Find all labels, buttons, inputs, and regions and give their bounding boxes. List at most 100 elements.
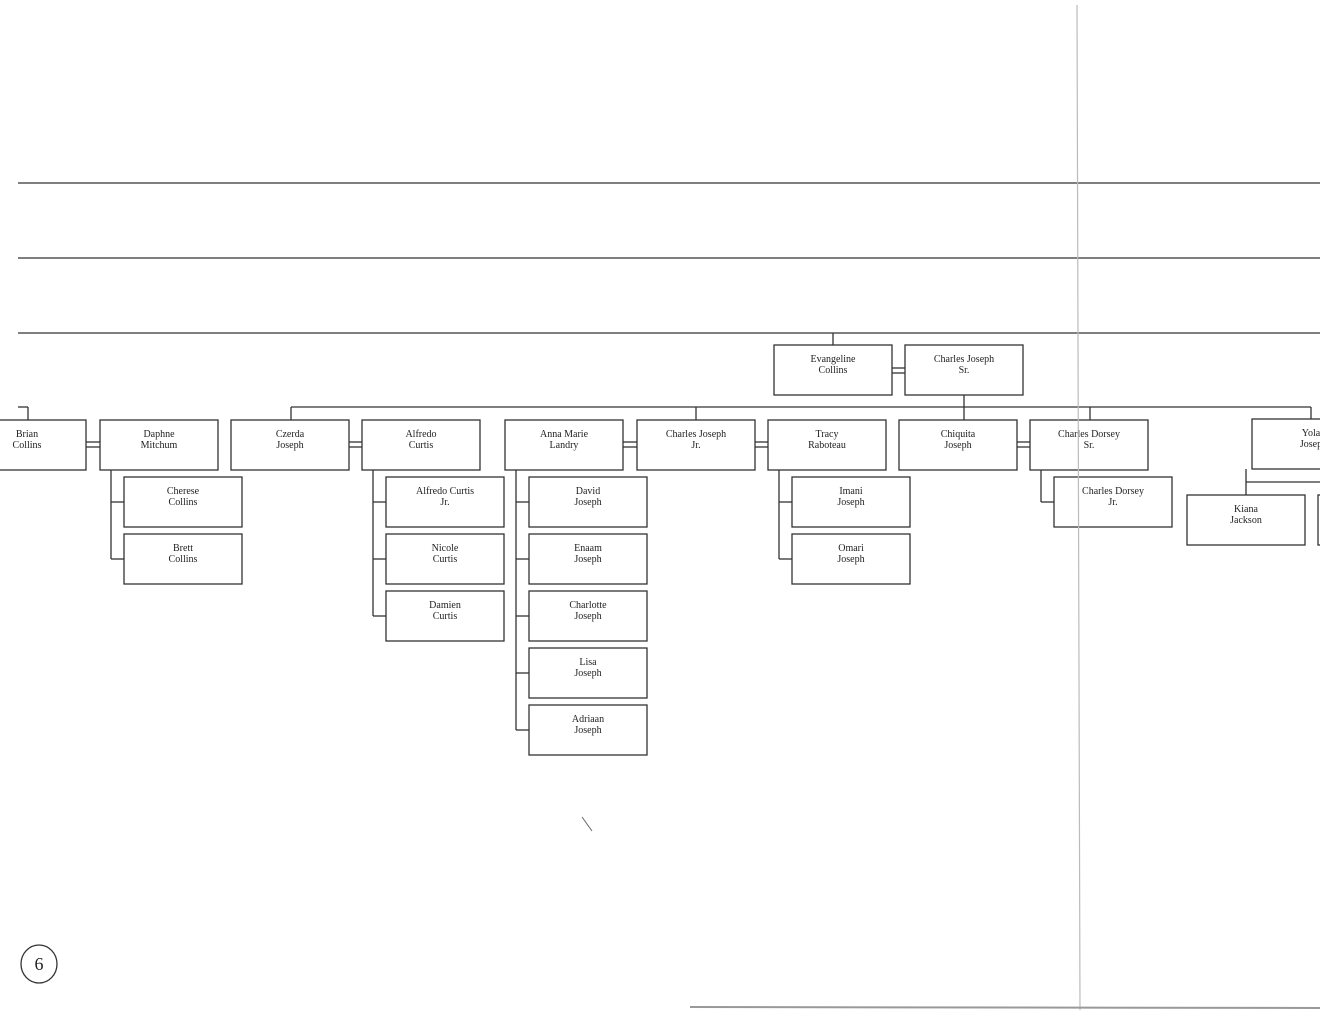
person-box-frame (528, 476, 648, 528)
person-name-line: Joseph (574, 554, 601, 565)
person-name-line: Lisa (579, 657, 597, 668)
person-box-frame (1029, 419, 1149, 471)
person-name-line: Chiquita (941, 429, 976, 440)
person-name-line: Joseph (276, 440, 303, 451)
person-name-line: Sr. (1084, 440, 1095, 451)
person-name-line: Czerda (276, 429, 305, 440)
person-name-line: Brett (173, 543, 193, 554)
person-name-line: Curtis (409, 440, 434, 451)
person-name-line: Joseph (574, 725, 601, 736)
person-box-frame (1186, 494, 1306, 546)
person-name-line: Joseph (574, 611, 601, 622)
person-name-line: Joseph (574, 497, 601, 508)
person-name-line: Yola (1302, 428, 1320, 439)
page-fold-line (1076, 4, 1081, 1011)
person-name-line: Adriaan (572, 714, 604, 725)
person-name-line: Collins (819, 365, 848, 376)
person-box-frame (1053, 476, 1173, 528)
person-box-frame (123, 476, 243, 528)
stray-pen-mark (581, 816, 593, 832)
person-name-line: Omari (838, 543, 864, 554)
person-name-line: Collins (169, 554, 198, 565)
person-name-line: Landry (550, 440, 579, 451)
person-name-line: Jr. (1108, 497, 1117, 508)
person-name-line: David (576, 486, 600, 497)
person-box-frame (791, 476, 911, 528)
person-name-line: Alfredo Curtis (416, 486, 474, 497)
person-box-frame (385, 533, 505, 585)
person-name-line: Jr. (440, 497, 449, 508)
person-name-line: Josep (1300, 439, 1320, 450)
person-name-line: Charles Joseph (934, 354, 994, 365)
person-name-line: Evangeline (811, 354, 857, 365)
person-name-line: Imani (839, 486, 863, 497)
person-box-frame (904, 344, 1024, 396)
person-name-line: Charles Dorsey (1082, 486, 1144, 497)
person-name-line: Collins (13, 440, 42, 451)
person-name-line: Damien (429, 600, 461, 611)
person-box-frame (1251, 418, 1320, 470)
person-box-frame (504, 419, 624, 471)
person-name-line: Collins (169, 497, 198, 508)
person-name-line: Cherese (167, 486, 200, 497)
person-name-line: Jr. (691, 440, 700, 451)
person-box-cutoff (1317, 494, 1320, 546)
person-name-line: Kiana (1234, 504, 1258, 515)
person-box-frame (385, 590, 505, 642)
person-name-line: Nicole (432, 543, 459, 554)
person-name-line: Alfredo (405, 429, 436, 440)
person-box-frame (528, 590, 648, 642)
person-name-line: Charles Dorsey (1058, 429, 1120, 440)
person-name-line: Tracy (816, 429, 839, 440)
person-name-line: Charles Joseph (666, 429, 726, 440)
person-name-line: Enaam (574, 543, 602, 554)
person-box-frame (636, 419, 756, 471)
person-name-line: Joseph (944, 440, 971, 451)
person-name-line: Brian (16, 429, 38, 440)
person-name-line: Curtis (433, 611, 458, 622)
person-name-line: Joseph (837, 554, 864, 565)
person-box-frame (773, 344, 893, 396)
person-box-frame (99, 419, 219, 471)
person-name-line: Daphne (143, 429, 175, 440)
person-box-frame (528, 533, 648, 585)
person-name-line: Jackson (1230, 515, 1262, 526)
person-name-line: Anna Marie (540, 429, 589, 440)
person-box-frame (230, 419, 350, 471)
person-box-frame (528, 647, 648, 699)
person-box-frame (0, 419, 87, 471)
scan-edge (689, 1006, 1320, 1009)
person-box-frame (123, 533, 243, 585)
person-box-frame (528, 704, 648, 756)
person-name-line: Curtis (433, 554, 458, 565)
person-box-frame (791, 533, 911, 585)
person-box-frame (385, 476, 505, 528)
person-name-line: Charlotte (569, 600, 607, 611)
page-number: 6 (35, 954, 44, 974)
person-box-frame (767, 419, 887, 471)
